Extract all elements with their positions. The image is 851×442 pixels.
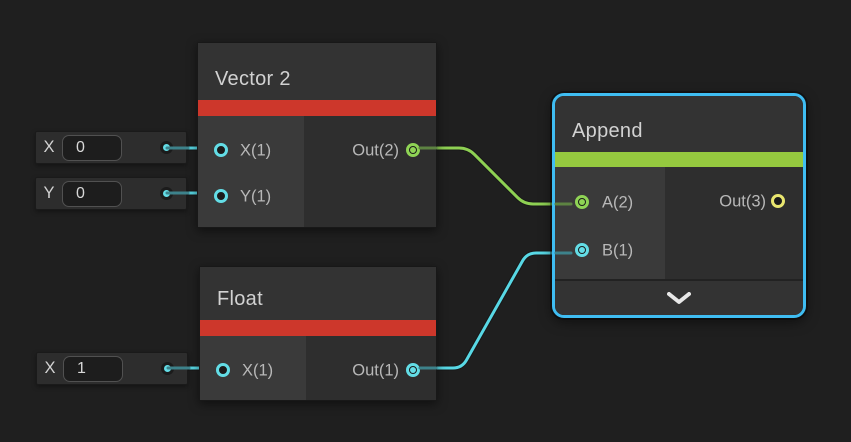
input-column	[198, 116, 304, 227]
widget-connector-dot[interactable]	[160, 187, 173, 200]
node-title: Vector 2	[215, 68, 291, 90]
node-append-collapse-footer[interactable]	[555, 279, 803, 315]
widget-float-x: X	[36, 352, 188, 385]
node-vector2[interactable]: Vector 2 X(1) Y(1) Out(2)	[197, 42, 437, 228]
node-accent-bar	[198, 100, 436, 116]
node-vector2-titlebar[interactable]: Vector 2	[198, 43, 436, 100]
widget-vector2-y: Y	[35, 177, 187, 210]
node-append[interactable]: Append A(2) B(1) Out(3)	[552, 93, 806, 318]
vector2-y-field[interactable]	[62, 180, 122, 207]
widget-connector-dot[interactable]	[160, 141, 173, 154]
chevron-down-icon[interactable]	[667, 291, 691, 305]
port-label: X(1)	[242, 361, 274, 380]
port-label: Y(1)	[240, 187, 272, 206]
port-append-a[interactable]	[575, 195, 589, 209]
widget-connector-dot[interactable]	[161, 362, 174, 375]
port-float-x[interactable]	[216, 363, 230, 377]
node-float-titlebar[interactable]: Float	[200, 267, 436, 320]
field-label: X	[44, 359, 56, 377]
port-label: B(1)	[602, 241, 634, 260]
widget-vector2-x: X	[35, 131, 187, 164]
port-vector2-out[interactable]	[406, 143, 420, 157]
port-vector2-y[interactable]	[214, 189, 228, 203]
node-accent-bar	[555, 152, 803, 167]
node-title: Float	[217, 288, 263, 310]
node-float[interactable]: Float X(1) Out(1)	[199, 266, 437, 401]
port-vector2-x[interactable]	[214, 143, 228, 157]
port-append-b[interactable]	[575, 243, 589, 257]
input-column	[555, 167, 665, 279]
field-label: X	[43, 138, 55, 156]
node-title: Append	[572, 120, 643, 142]
field-label: Y	[43, 184, 55, 202]
vector2-x-field[interactable]	[62, 134, 122, 161]
port-label: A(2)	[602, 193, 634, 212]
float-x-field[interactable]	[63, 355, 123, 382]
node-accent-bar	[200, 320, 436, 336]
port-label: Out(3)	[719, 192, 766, 211]
node-append-titlebar[interactable]: Append	[555, 96, 803, 152]
port-label: Out(2)	[352, 141, 399, 160]
port-label: Out(1)	[352, 361, 399, 380]
port-float-out[interactable]	[406, 363, 420, 377]
port-label: X(1)	[240, 141, 272, 160]
port-append-out[interactable]	[771, 194, 785, 208]
